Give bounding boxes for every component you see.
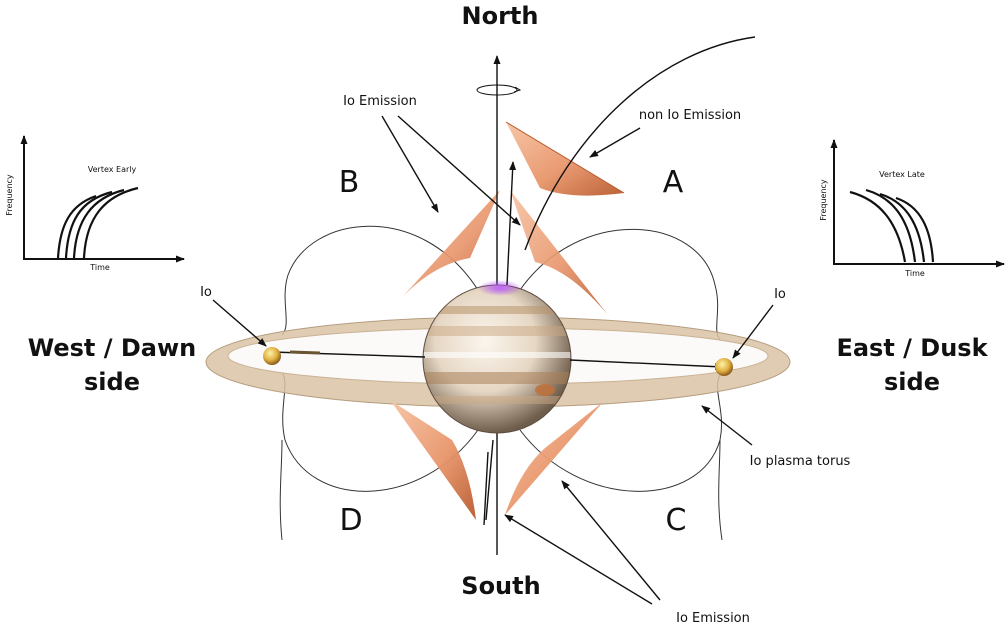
early-xlabel: Time: [89, 263, 110, 272]
aurora-glow: [478, 280, 522, 296]
quadrant-d-label: D: [339, 503, 362, 538]
io-right-label: Io: [774, 287, 786, 302]
quadrant-b-label: B: [339, 165, 360, 200]
east-side-label: side: [884, 368, 940, 396]
io-emission-bottom-label: Io Emission: [676, 611, 750, 625]
io-emission-top-label: Io Emission: [343, 94, 417, 109]
quadrant-a-label: A: [663, 165, 684, 200]
emission-cones: [395, 121, 625, 315]
io-plasma-torus-label: Io plasma torus: [750, 454, 851, 469]
io-moon-right: [715, 358, 733, 376]
early-title: Vertex Early: [88, 165, 137, 174]
quadrant-c-label: C: [666, 503, 687, 538]
late-xlabel: Time: [904, 269, 925, 278]
magnetic-field-lines: [279, 225, 723, 541]
west-dawn-label: West / Dawn: [28, 334, 197, 362]
jupiter-planet: [422, 280, 572, 434]
late-curve-4: [895, 196, 935, 263]
early-ylabel: Frequency: [5, 174, 14, 216]
late-curve-3: [879, 192, 926, 263]
io-flux-lines: [271, 350, 724, 371]
late-ylabel: Frequency: [819, 179, 828, 221]
io-left-label: Io: [200, 285, 212, 300]
early-curve-2: [64, 190, 113, 259]
east-dusk-label: East / Dusk: [836, 334, 988, 362]
north-label: North: [462, 2, 539, 30]
inset-vertex-late: Vertex Late Time Frequency: [819, 139, 1005, 278]
annotation-pointers: [212, 36, 774, 605]
early-curve-3: [72, 188, 125, 259]
early-curve-4: [82, 186, 139, 259]
late-curve-2: [865, 188, 917, 263]
late-curve-1: [849, 190, 907, 263]
late-title: Vertex Late: [879, 170, 925, 179]
non-io-emission-label: non Io Emission: [639, 108, 741, 123]
inset-vertex-early: Vertex Early Time Frequency: [5, 135, 185, 272]
io-moon-left: [263, 347, 281, 365]
south-label: South: [461, 572, 540, 600]
west-side-label: side: [84, 368, 140, 396]
early-curve-1: [56, 194, 97, 259]
emission-cones-lower: [390, 400, 603, 520]
